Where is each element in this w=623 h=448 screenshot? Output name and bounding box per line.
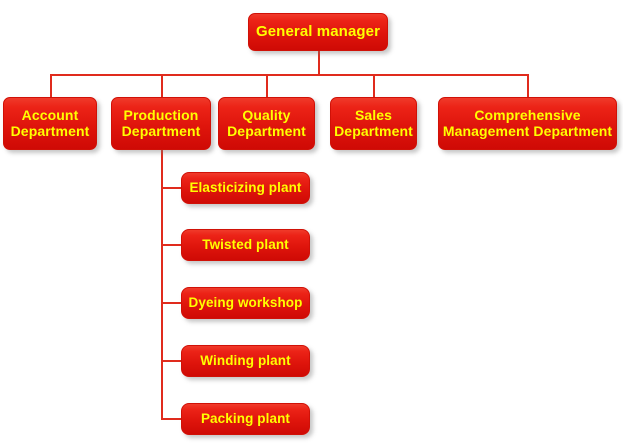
connector-stub-elasticizing (161, 187, 181, 189)
node-packing-plant[interactable]: Packing plant (181, 403, 310, 435)
connector-production-trunk (161, 150, 163, 419)
node-elasticizing-plant[interactable]: Elasticizing plant (181, 172, 310, 204)
connector-level2-bus (50, 74, 528, 76)
node-comprehensive-management-department[interactable]: Comprehensive Management Department (438, 97, 617, 150)
node-twisted-plant[interactable]: Twisted plant (181, 229, 310, 261)
connector-stub-dyeing (161, 302, 181, 304)
node-dyeing-workshop[interactable]: Dyeing workshop (181, 287, 310, 319)
connector-bus-to-account (50, 74, 52, 97)
connector-stub-winding (161, 360, 181, 362)
node-account-department[interactable]: Account Department (3, 97, 97, 150)
node-production-department[interactable]: Production Department (111, 97, 211, 150)
connector-bus-to-production (161, 74, 163, 97)
connector-bus-to-quality (266, 74, 268, 97)
node-winding-plant[interactable]: Winding plant (181, 345, 310, 377)
connector-stub-twisted (161, 244, 181, 246)
node-sales-department[interactable]: Sales Department (330, 97, 417, 150)
connector-bus-to-comprehensive (527, 74, 529, 97)
node-quality-department[interactable]: Quality Department (218, 97, 315, 150)
connector-root-down (318, 51, 320, 75)
connector-stub-packing (161, 418, 181, 420)
node-general-manager[interactable]: General manager (248, 13, 388, 51)
connector-bus-to-sales (373, 74, 375, 97)
